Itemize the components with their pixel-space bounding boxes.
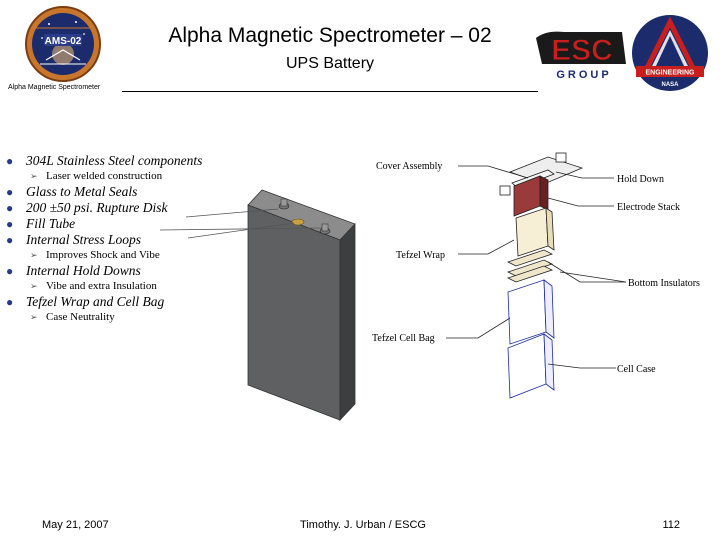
sub-bullet-text: Laser welded construction xyxy=(46,170,163,182)
bullet-item: ● Internal Stress Loops xyxy=(4,232,214,248)
slide-title: Alpha Magnetic Spectrometer – 02 xyxy=(168,24,492,47)
sub-bullet-item: ➢ Case Neutrality xyxy=(4,310,214,325)
exploded-view xyxy=(499,152,584,399)
bullet-dot-icon: ● xyxy=(6,233,14,247)
slide-subtitle: UPS Battery xyxy=(285,55,375,72)
battery-cell-image xyxy=(247,189,356,422)
bullet-text: 304L Stainless Steel components xyxy=(26,153,203,168)
bullet-item: ● 200 ±50 psi. Rupture Disk xyxy=(4,200,214,216)
header-divider xyxy=(122,91,538,92)
bullet-item: ● Glass to Metal Seals xyxy=(4,184,214,200)
bullet-item: ● 304L Stainless Steel components xyxy=(4,153,214,169)
sub-bullet-arrow-icon: ➢ xyxy=(30,281,38,291)
sub-bullet-item: ➢ Vibe and extra Insulation xyxy=(4,279,214,294)
bullet-text: Tefzel Wrap and Cell Bag xyxy=(26,294,165,309)
nasa-badge-text: NASA xyxy=(661,82,679,88)
bullet-text: Glass to Metal Seals xyxy=(26,184,138,199)
footer-author: Timothy. J. Urban / ESCG xyxy=(300,519,426,531)
label-tefzel-cell-bag: Tefzel Cell Bag xyxy=(372,333,435,344)
label-cover-assembly: Cover Assembly xyxy=(376,161,442,172)
sub-bullet-text: Improves Shock and Vibe xyxy=(46,249,160,261)
bullet-dot-icon: ● xyxy=(6,264,14,278)
bullet-text: 200 ±50 psi. Rupture Disk xyxy=(26,200,168,215)
sub-bullet-item: ➢ Laser welded construction xyxy=(4,169,214,184)
sub-bullet-text: Case Neutrality xyxy=(46,311,115,323)
label-bottom-insulators: Bottom Insulators xyxy=(628,278,700,289)
bullet-text: Internal Stress Loops xyxy=(26,232,142,247)
ams-02-logo-text: AMS-02 xyxy=(45,36,82,47)
footer-date: May 21, 2007 xyxy=(42,519,109,531)
bullet-item: ● Tefzel Wrap and Cell Bag xyxy=(4,294,214,310)
bullet-item: ● Fill Tube xyxy=(4,216,214,232)
header-small-label: Alpha Magnetic Spectrometer xyxy=(8,84,101,91)
sub-bullet-arrow-icon: ➢ xyxy=(30,171,38,181)
esc-logo-text: ESC xyxy=(551,34,613,67)
bullet-dot-icon: ● xyxy=(6,201,14,215)
label-tefzel-wrap: Tefzel Wrap xyxy=(396,250,445,261)
bullet-item: ● Internal Hold Downs xyxy=(4,263,214,279)
engineering-badge-logo: ENGINEERING NASA xyxy=(632,15,708,91)
engineering-badge-text: ENGINEERING xyxy=(645,70,695,77)
sub-bullet-arrow-icon: ➢ xyxy=(30,250,38,260)
sub-bullet-item: ➢ Improves Shock and Vibe xyxy=(4,248,214,263)
bullet-text: Internal Hold Downs xyxy=(26,263,141,278)
label-electrode-stack: Electrode Stack xyxy=(617,202,680,213)
bullet-dot-icon: ● xyxy=(6,295,14,309)
bullet-text: Fill Tube xyxy=(26,216,76,231)
label-leader-lines xyxy=(446,165,627,369)
bullet-dot-icon: ● xyxy=(6,154,14,168)
footer-page-number: 112 xyxy=(662,519,680,531)
ams-02-logo: AMS-02 xyxy=(25,6,101,82)
esc-group-text: GROUP xyxy=(556,69,611,81)
bullet-list: ● 304L Stainless Steel components ➢ Laser … xyxy=(4,153,214,325)
bullet-dot-icon: ● xyxy=(6,217,14,231)
sub-bullet-text: Vibe and extra Insulation xyxy=(46,280,157,292)
esc-group-logo: ESC GROUP xyxy=(536,31,626,81)
bullet-dot-icon: ● xyxy=(6,185,14,199)
sub-bullet-arrow-icon: ➢ xyxy=(30,312,38,322)
label-hold-down: Hold Down xyxy=(617,174,664,185)
label-cell-case: Cell Case xyxy=(617,364,656,375)
